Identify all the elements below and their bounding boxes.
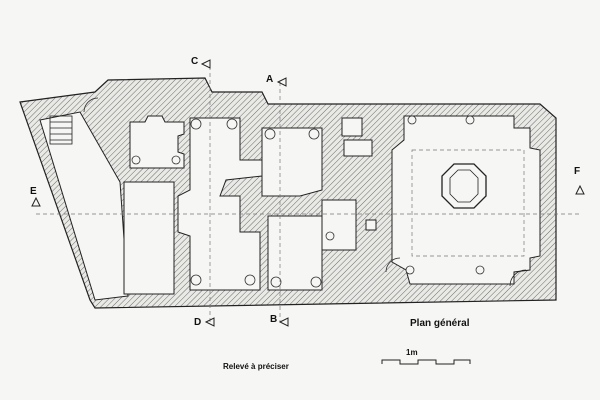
section-label-b: B xyxy=(270,314,278,325)
section-label-c: C xyxy=(191,56,199,67)
door-arc-east xyxy=(509,269,527,287)
scale-bar xyxy=(381,359,471,365)
survey-note: Relevé à préciser xyxy=(223,362,289,371)
passage-room xyxy=(321,199,357,251)
door-arc-south xyxy=(385,257,401,273)
section-label-a: A xyxy=(266,74,274,85)
scale-label: 1m xyxy=(406,348,418,357)
main-domed-hall xyxy=(391,115,541,285)
section-label-d: D xyxy=(194,317,202,328)
arrow-icon-a xyxy=(276,77,287,87)
room-north-central xyxy=(177,117,263,291)
arrow-icon-c xyxy=(200,59,211,69)
small-closet-a xyxy=(341,117,363,137)
arrow-icon-e xyxy=(31,196,41,207)
central-octagon-inner xyxy=(449,169,479,203)
small-closet-c xyxy=(365,219,377,231)
central-octagon-fountain xyxy=(441,163,487,209)
small-closet-b xyxy=(343,139,373,157)
central-light-room xyxy=(123,181,175,295)
arrow-icon-d xyxy=(204,317,215,327)
door-arc-west xyxy=(83,97,99,113)
room-north-west xyxy=(129,115,185,169)
arrow-icon-f xyxy=(575,184,585,195)
stair-icon xyxy=(49,115,73,145)
arrow-icon-b xyxy=(278,317,289,327)
room-north-east xyxy=(261,127,323,197)
column-markers xyxy=(131,115,485,288)
drawing-title: Plan général xyxy=(410,318,470,329)
room-south-central xyxy=(267,215,323,291)
hall-inner-square xyxy=(411,149,525,257)
section-label-f: F xyxy=(574,166,581,177)
section-label-e: E xyxy=(30,186,37,197)
